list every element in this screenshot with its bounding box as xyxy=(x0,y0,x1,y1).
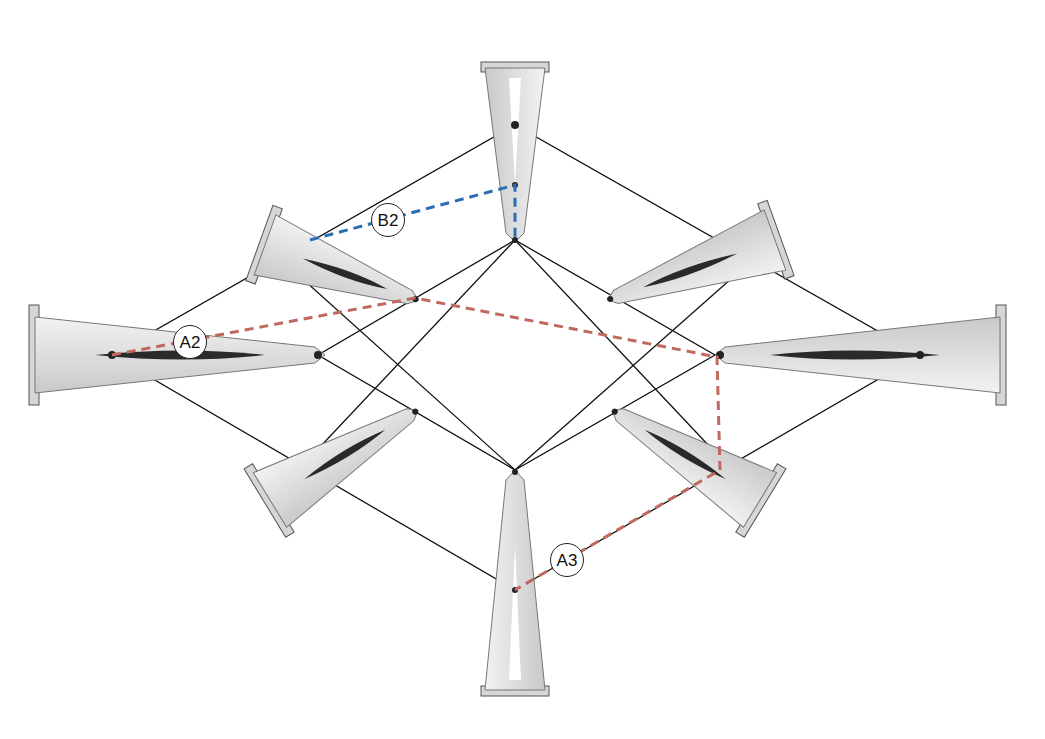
dimension-line xyxy=(310,185,515,240)
bracket xyxy=(29,305,325,405)
bracket xyxy=(591,376,786,537)
bracket xyxy=(244,376,439,537)
callout-label: B2 xyxy=(378,212,399,229)
dimension-line xyxy=(112,298,720,590)
callout-circle: B2 xyxy=(371,203,405,237)
bracket xyxy=(481,469,549,696)
callout-circle: A2 xyxy=(173,325,207,359)
callout-label: A3 xyxy=(557,552,578,569)
callout-circle: A3 xyxy=(550,543,584,577)
bracket xyxy=(594,200,794,337)
bracket xyxy=(715,305,1006,405)
callout-label: A2 xyxy=(180,334,201,351)
